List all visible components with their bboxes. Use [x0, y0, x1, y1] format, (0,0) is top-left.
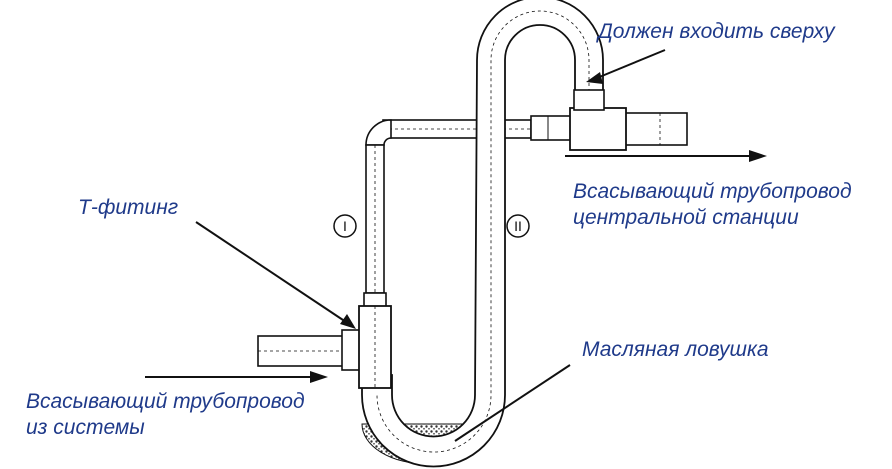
- label-system-suction-line-1: Всасывающий трубопровод: [26, 390, 305, 413]
- riser-one-marker: I: [333, 214, 357, 238]
- riser-one-pipe: [363, 144, 387, 310]
- t-fitting-arrow: [195, 221, 356, 329]
- central-suction-flow-arrow: [565, 150, 767, 162]
- riser-two-marker: II: [506, 214, 530, 238]
- label-t-fitting: Т-фитинг: [78, 196, 179, 219]
- header-pipe: [382, 119, 532, 139]
- label-system-suction-line-2: из системы: [26, 416, 145, 439]
- label-central-suction-line-1: Всасывающий трубопровод: [573, 180, 852, 203]
- label-central-suction-line-2: центральной станции: [573, 206, 799, 229]
- label-oil-trap: Масляная ловушка: [582, 338, 769, 361]
- svg-text:II: II: [514, 218, 522, 234]
- trap-centerline: [376, 10, 590, 453]
- label-top-entry: Должен входить сверху: [598, 20, 835, 43]
- top-entry-arrow: [586, 49, 666, 84]
- svg-text:I: I: [343, 218, 347, 234]
- system-suction-flow-arrow: [145, 371, 328, 383]
- oil-trap-pointer-line: [454, 364, 571, 442]
- central-suction-pipe: [530, 89, 688, 151]
- riser-one-elbow: [365, 119, 392, 146]
- trap-and-riser-two-pipe: [361, 0, 604, 468]
- inlet-t-fitting: [257, 305, 392, 389]
